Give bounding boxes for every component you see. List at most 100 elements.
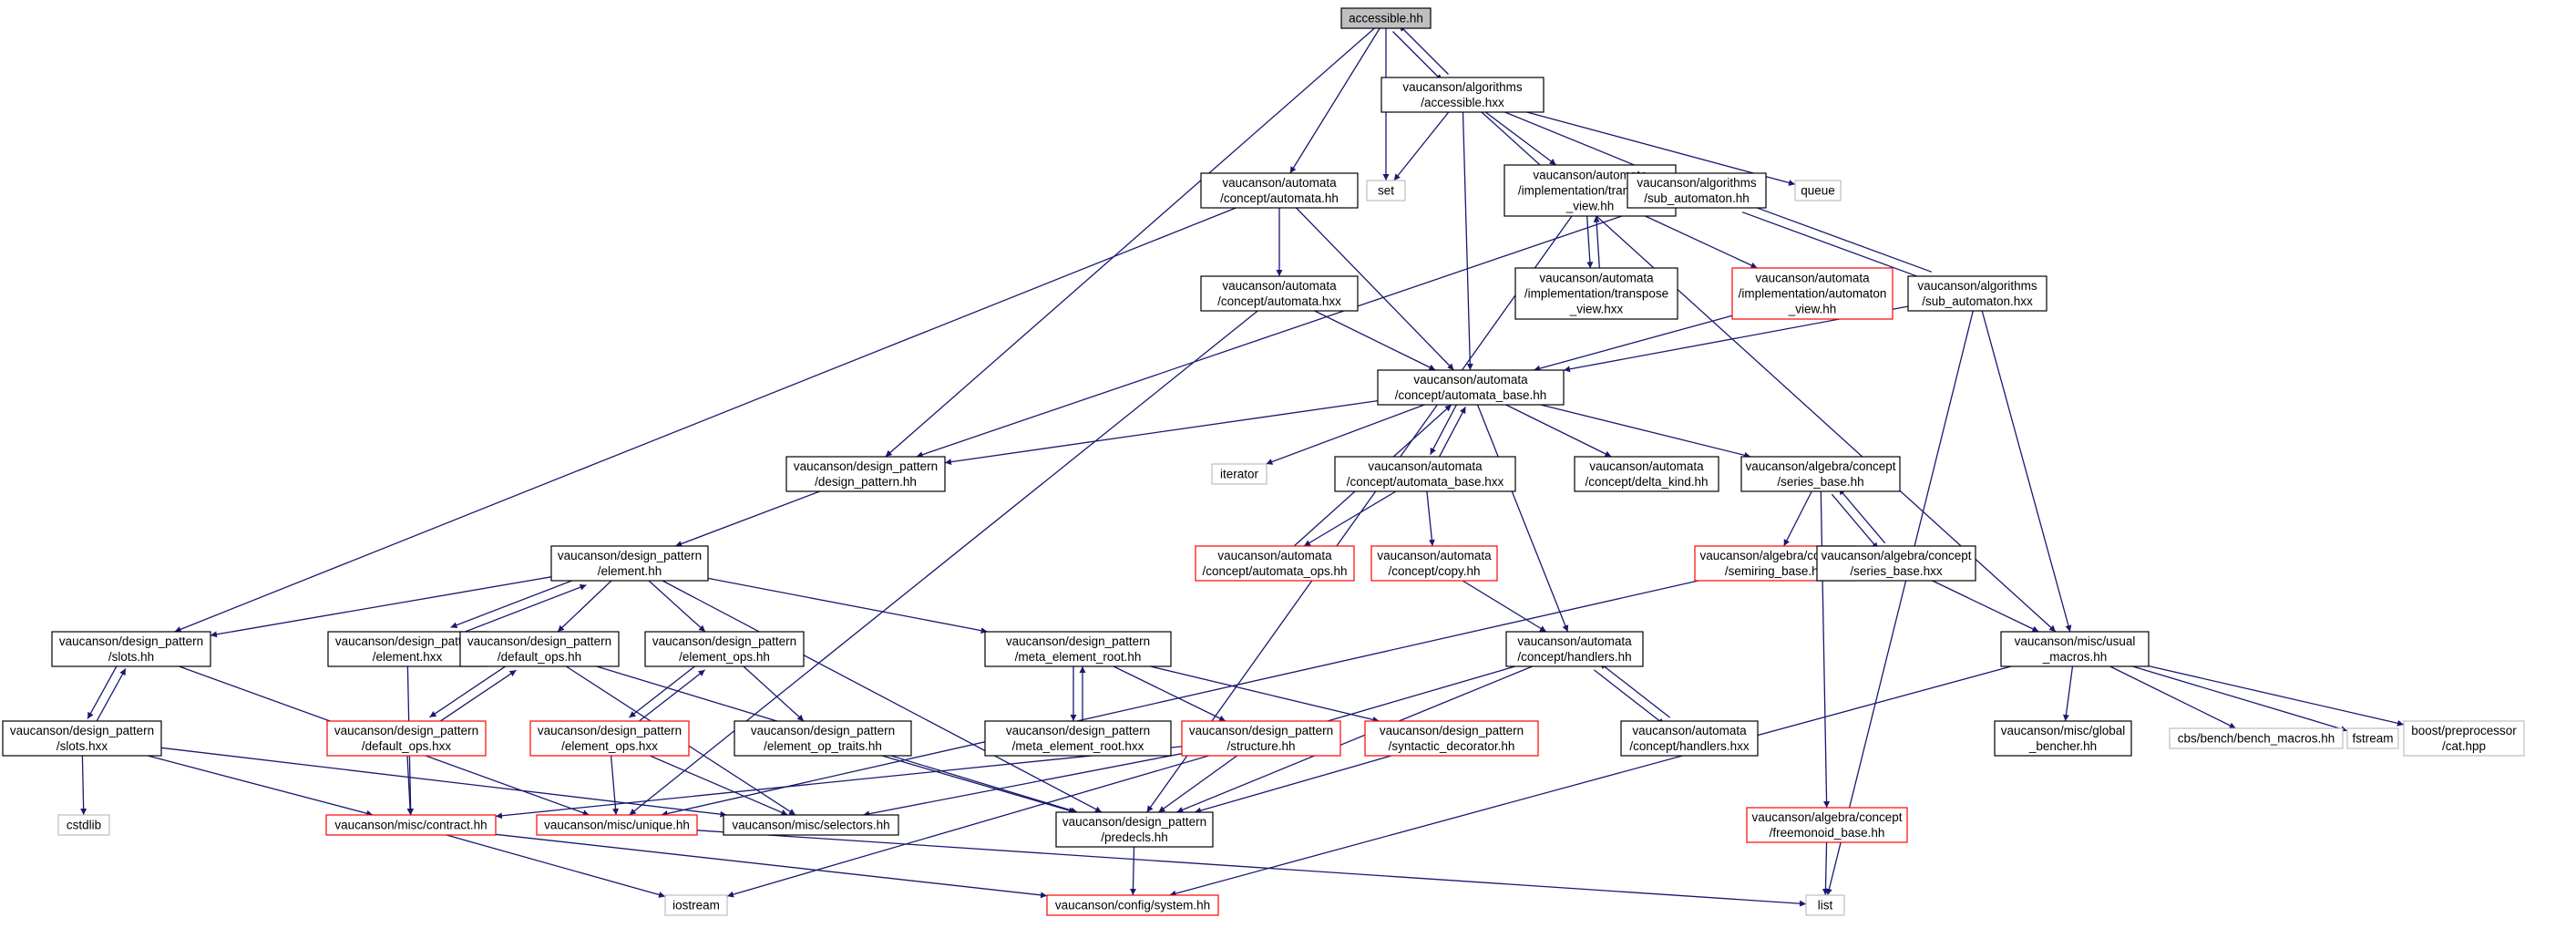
node-label-line: /element.hh — [598, 564, 662, 578]
node-handlers-hh[interactable]: vaucanson/automata/concept/handlers.hh — [1505, 631, 1644, 667]
node-contract-hh[interactable]: vaucanson/misc/contract.hh — [325, 814, 497, 836]
node-automaton-view-hh[interactable]: vaucanson/automata/implementation/automa… — [1731, 267, 1894, 320]
node-label-line: /freemonoid_base.hh — [1770, 826, 1885, 840]
node-iostream[interactable]: iostream — [664, 894, 728, 916]
edge-accessible_hxx-to-transpose_view_hh — [1484, 111, 1557, 166]
edge-sub_automaton_hh-to-design_pattern_hh — [916, 207, 1647, 459]
node-box — [536, 814, 698, 836]
node-default-ops-hxx[interactable]: vaucanson/design_pattern/default_ops.hxx — [326, 720, 487, 757]
node-sub-automaton-hh[interactable]: vaucanson/algorithms/sub_automaton.hh — [1627, 172, 1767, 209]
node-label-line: /syntactic_decorator.hh — [1389, 739, 1515, 753]
node-system-hh[interactable]: vaucanson/config/system.hh — [1046, 894, 1219, 916]
node-box — [1364, 720, 1539, 757]
node-usual-macros-hh[interactable]: vaucanson/misc/usual_macros.hh — [2000, 631, 2150, 667]
node-queue[interactable]: queue — [1794, 180, 1842, 201]
node-label-line: vaucanson/design_pattern — [652, 634, 796, 648]
node-label-line: vaucanson/design_pattern — [751, 724, 895, 737]
node-structure-hh[interactable]: vaucanson/design_pattern/structure.hh — [1181, 720, 1341, 757]
node-element-hh[interactable]: vaucanson/design_pattern/element.hh — [550, 545, 709, 582]
edge-default_ops_hh-to-default_ops_hxx — [429, 662, 512, 718]
node-label-line: vaucanson/design_pattern — [558, 549, 702, 562]
node-label-line: vaucanson/design_pattern — [59, 634, 203, 648]
edge-copy_hh-to-handlers_hh — [1462, 580, 1547, 633]
node-fstream[interactable]: fstream — [2346, 727, 2399, 749]
node-box — [1731, 267, 1894, 320]
node-element-op-traits-hh[interactable]: vaucanson/design_pattern/element_op_trai… — [734, 720, 912, 757]
node-label-line: vaucanson/design_pattern — [538, 724, 682, 737]
edge-predecls_hh-to-system_hh — [1129, 846, 1136, 896]
edge-element_hh-to-element_ops_hh — [648, 580, 706, 633]
edge-contract_hh-to-system_hh — [495, 833, 1048, 899]
node-meta-element-root-hh[interactable]: vaucanson/design_pattern/meta_element_ro… — [984, 631, 1172, 667]
node-element-ops-hh[interactable]: vaucanson/design_pattern/element_ops.hh — [644, 631, 805, 667]
node-bench-macros-hh[interactable]: cbs/bench/bench_macros.hh — [2169, 727, 2344, 749]
node-slots-hh[interactable]: vaucanson/design_pattern/slots.hh — [51, 631, 211, 667]
node-accessible-hh[interactable]: accessible.hh — [1340, 7, 1432, 29]
node-label-line: /sub_automaton.hh — [1644, 191, 1750, 205]
node-automata-base-hh[interactable]: vaucanson/automata/concept/automata_base… — [1377, 369, 1565, 406]
node-box — [664, 894, 728, 916]
node-box — [1627, 172, 1767, 209]
node-list[interactable]: list — [1805, 894, 1845, 916]
node-box — [1740, 456, 1901, 492]
edge-default_ops_hxx-to-default_ops_hh — [434, 669, 517, 726]
node-set[interactable]: set — [1366, 180, 1406, 201]
node-transpose-view-hxx[interactable]: vaucanson/automata/implementation/transp… — [1514, 267, 1678, 320]
edge-element_ops_hh-to-element_op_traits_hh — [743, 665, 805, 722]
edge-element_hh-to-meta_element_root_hh — [707, 577, 988, 634]
node-preprocessor-cat-hpp[interactable]: boost/preprocessor/cat.hpp — [2403, 720, 2525, 757]
node-box — [723, 814, 899, 836]
node-design-pattern-hh[interactable]: vaucanson/design_pattern/design_pattern.… — [785, 456, 946, 492]
node-selectors-hh[interactable]: vaucanson/misc/selectors.hh — [723, 814, 899, 836]
node-global-bencher-hh[interactable]: vaucanson/misc/global_bencher.hh — [1994, 720, 2132, 757]
node-cstdlib[interactable]: cstdlib — [57, 814, 110, 836]
edge-handlers_hxx-to-handlers_hh — [1599, 662, 1670, 718]
node-box — [1377, 369, 1565, 406]
edge-usual_macros_hh-to-global_bencher_hh — [2062, 665, 2074, 722]
node-automata-ops-hh[interactable]: vaucanson/automata/concept/automata_ops.… — [1195, 545, 1355, 582]
node-syntactic-decorator-hh[interactable]: vaucanson/design_pattern/syntactic_decor… — [1364, 720, 1539, 757]
edge-element_hh-to-predecls_hh — [662, 580, 1103, 813]
node-automata-hxx[interactable]: vaucanson/automata/concept/automata.hxx — [1200, 275, 1359, 312]
node-label-line: vaucanson/automata — [1539, 272, 1654, 285]
node-freemonoid-base-hh[interactable]: vaucanson/algebra/concept/freemonoid_bas… — [1746, 807, 1908, 843]
edge-handlers_hh-to-predecls_hh — [1176, 665, 1533, 813]
node-series-base-hxx[interactable]: vaucanson/algebra/concept/series_base.hx… — [1816, 545, 1976, 582]
node-automata-hh[interactable]: vaucanson/automata/concept/automata.hh — [1200, 172, 1359, 209]
node-iterator[interactable]: iterator — [1211, 463, 1267, 485]
node-label-line: /concept/delta_kind.hh — [1585, 475, 1708, 489]
node-box — [325, 814, 497, 836]
node-copy-hh[interactable]: vaucanson/automata/concept/copy.hh — [1370, 545, 1498, 582]
edge-handlers_hh-to-iostream — [726, 665, 1515, 898]
node-label-line: vaucanson/design_pattern — [334, 724, 478, 737]
edge-slots_hxx-to-slots_hh — [95, 668, 127, 724]
node-label-line: iostream — [672, 899, 720, 913]
edge-element_op_traits_hh-to-predecls_hh — [881, 755, 1076, 814]
node-meta-element-root-hxx[interactable]: vaucanson/design_pattern/meta_element_ro… — [984, 720, 1172, 757]
node-label-line: /concept/automata.hxx — [1217, 294, 1341, 308]
node-default-ops-hh[interactable]: vaucanson/design_pattern/default_ops.hh — [459, 631, 620, 667]
edge-slots_hh-to-slots_hxx — [87, 664, 118, 719]
edge-contract_hh-to-iostream — [446, 834, 666, 898]
node-predecls-hh[interactable]: vaucanson/design_pattern/predecls.hh — [1055, 811, 1214, 848]
node-box — [785, 456, 946, 492]
edge-usual_macros_hh-to-system_hh — [1169, 665, 2012, 897]
node-label-line: list — [1818, 899, 1833, 913]
node-delta-kind-hh[interactable]: vaucanson/automata/concept/delta_kind.hh — [1574, 456, 1719, 492]
node-box — [1816, 545, 1976, 582]
edge-automaton_view_hh-to-automata_base_hh — [1534, 314, 1733, 372]
edge-series_base_hh-to-freemonoid_base_hh — [1820, 490, 1831, 809]
node-label-line: /design_pattern.hh — [815, 475, 917, 489]
node-label-line: /element_ops.hh — [679, 650, 770, 664]
node-slots-hxx[interactable]: vaucanson/design_pattern/slots.hxx — [2, 720, 162, 757]
node-element-ops-hxx[interactable]: vaucanson/design_pattern/element_ops.hxx — [529, 720, 690, 757]
node-automata-base-hxx[interactable]: vaucanson/automata/concept/automata_base… — [1334, 456, 1516, 492]
node-box — [644, 631, 805, 667]
node-unique-hh[interactable]: vaucanson/misc/unique.hh — [536, 814, 698, 836]
node-sub-automaton-hxx[interactable]: vaucanson/algorithms/sub_automaton.hxx — [1907, 275, 2047, 312]
node-series-base-hh[interactable]: vaucanson/algebra/concept/series_base.hh — [1740, 456, 1901, 492]
node-accessible-hxx[interactable]: vaucanson/algorithms/accessible.hxx — [1380, 77, 1545, 113]
node-handlers-hxx[interactable]: vaucanson/automata/concept/handlers.hxx — [1620, 720, 1759, 757]
node-box — [1746, 807, 1908, 843]
